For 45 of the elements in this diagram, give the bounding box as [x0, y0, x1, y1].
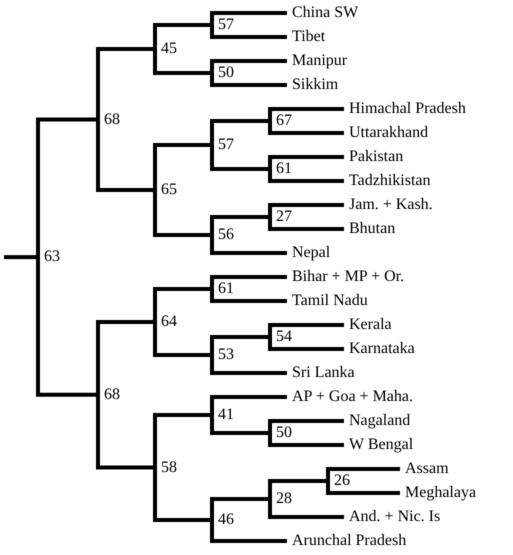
taxon-label: Meghalaya — [398, 483, 476, 503]
taxon-label: China SW — [285, 3, 358, 23]
taxon-label: Tadzhikistan — [342, 171, 431, 191]
support-value: 54 — [270, 327, 292, 347]
taxon-label: Bihar + MP + Or. — [285, 267, 404, 287]
support-value: 61 — [270, 159, 292, 179]
taxon-label: Uttarakhand — [342, 123, 428, 143]
support-value: 28 — [270, 489, 292, 509]
taxon-label: Assam — [398, 459, 449, 479]
taxon-label: W Bengal — [342, 435, 414, 455]
taxon-label: AP + Goa + Maha. — [285, 387, 413, 407]
taxon-label: Manipur — [285, 51, 348, 71]
support-value: 64 — [155, 312, 177, 332]
support-value: 53 — [212, 345, 234, 365]
taxon-label: Arunchal Pradesh — [285, 531, 406, 551]
support-value: 27 — [270, 207, 292, 227]
taxon-label: Sikkim — [285, 75, 338, 95]
taxon-label: Tamil Nadu — [285, 291, 368, 311]
taxon-label: And. + Nic. Is — [342, 507, 440, 527]
support-value: 45 — [155, 39, 177, 59]
taxon-label: Tibet — [285, 27, 326, 47]
support-value: 68 — [98, 110, 120, 130]
taxon-label: Karnataka — [342, 339, 415, 359]
taxon-label: Jam. + Kash. — [342, 195, 433, 215]
support-value: 26 — [328, 471, 350, 491]
support-value: 41 — [212, 405, 234, 425]
support-value: 57 — [212, 15, 234, 35]
support-value: 58 — [155, 458, 177, 478]
taxon-label: Bhutan — [342, 219, 396, 239]
support-value: 57 — [212, 135, 234, 155]
taxon-label: Himachal Pradesh — [342, 99, 466, 119]
support-value: 67 — [270, 111, 292, 131]
taxon-label: Nepal — [285, 243, 330, 263]
taxon-label: Sri Lanka — [285, 363, 355, 383]
support-value: 56 — [212, 225, 234, 245]
support-value: 50 — [212, 63, 234, 83]
support-value: 63 — [38, 247, 60, 268]
taxon-label: Kerala — [342, 315, 392, 335]
support-value: 61 — [212, 279, 234, 299]
taxon-label: Pakistan — [342, 147, 404, 167]
taxon-label: Nagaland — [342, 411, 410, 431]
support-value: 65 — [155, 180, 177, 200]
support-value: 68 — [98, 384, 120, 405]
support-value: 46 — [212, 510, 234, 530]
support-value: 50 — [270, 423, 292, 443]
